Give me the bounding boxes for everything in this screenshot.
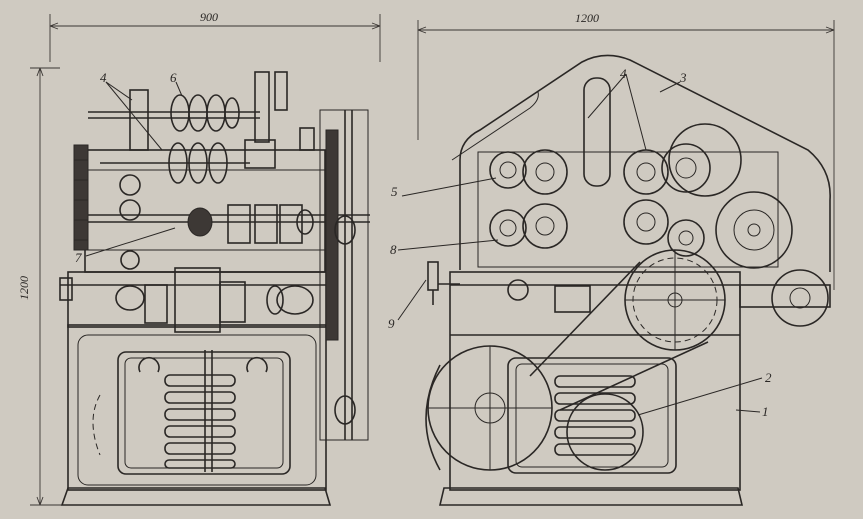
roll-shaft	[88, 174, 370, 270]
dim-label-right-width: 1200	[575, 11, 599, 25]
callout-1: 1	[762, 404, 769, 419]
callout-2: 2	[765, 370, 772, 385]
left-gear-stack	[73, 144, 89, 251]
middle-gear-pack	[100, 142, 250, 184]
right-gear-column	[319, 109, 369, 441]
callout-5: 5	[391, 184, 398, 199]
callout-9: 9	[388, 316, 395, 331]
left-motor-fins	[164, 350, 236, 472]
dim-left-width	[49, 14, 381, 62]
roll-group-left	[489, 149, 568, 249]
right-view: 1200	[397, 11, 835, 506]
dim-label-left-width: 900	[200, 10, 218, 24]
callout-8: 8	[390, 242, 397, 257]
dim-right-width	[417, 20, 835, 290]
top-gear-pack	[170, 94, 240, 132]
left-view: 900 1200	[17, 10, 381, 506]
roll-group-right	[623, 123, 793, 269]
callout-3: 3	[679, 70, 687, 85]
callout-4-left: 4	[100, 70, 107, 85]
right-motor-fins	[554, 375, 636, 456]
dim-label-left-height: 1200	[17, 276, 31, 300]
callout-6: 6	[170, 70, 177, 85]
dim-left-height	[30, 67, 64, 506]
callout-7: 7	[75, 250, 82, 265]
callout-4-right: 4	[620, 66, 627, 81]
